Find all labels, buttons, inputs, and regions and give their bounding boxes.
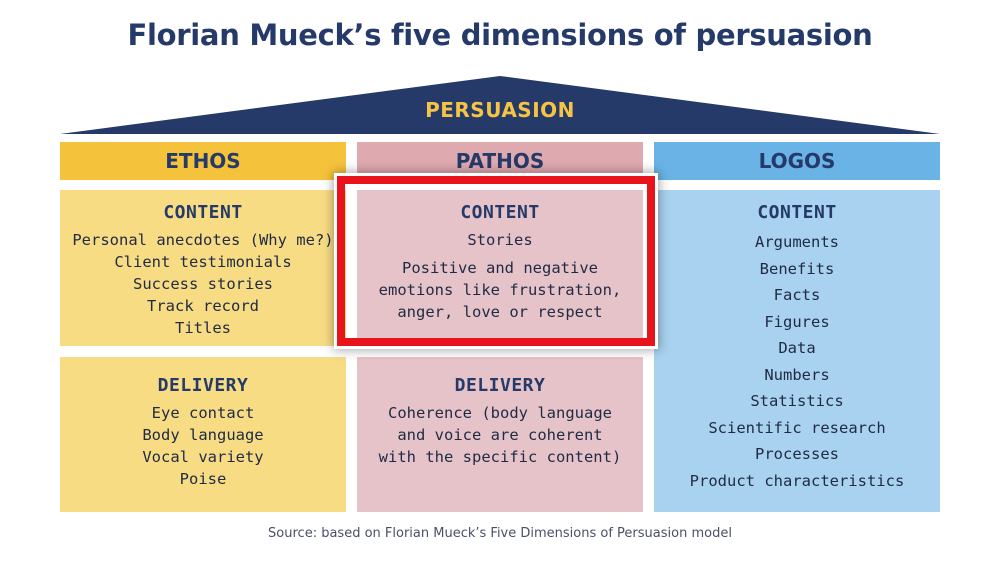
- ethos-delivery-line: Vocal variety: [142, 448, 264, 466]
- logos-content-line: Data: [778, 339, 816, 357]
- logos-content-line: Arguments: [755, 233, 839, 251]
- logos-content-line: Processes: [755, 445, 839, 463]
- logos-content-line: Benefits: [759, 259, 835, 278]
- ethos-delivery-heading: DELIVERY: [157, 375, 249, 396]
- ethos-header-label: ETHOS: [165, 149, 241, 173]
- logos-content-line: Product characteristics: [689, 471, 905, 490]
- ethos-delivery-line: Poise: [179, 470, 227, 488]
- ethos-content-line: Client testimonials: [114, 253, 292, 271]
- pathos-delivery-line: and voice are coherent: [397, 426, 603, 444]
- ethos-content-heading: CONTENT: [163, 202, 243, 223]
- logos-content-line: Scientific research: [708, 418, 886, 437]
- logos-header-label: LOGOS: [758, 149, 836, 173]
- pathos-header: PATHOS: [357, 142, 643, 180]
- pathos-content-highlight-frame: [337, 176, 655, 346]
- logos-content-cell: CONTENT Arguments Benefits Facts Figures…: [654, 190, 940, 512]
- pathos-content-cell: CONTENT Stories Positive and negative em…: [357, 190, 643, 346]
- ethos-content-line: Personal anecdotes (Why me?): [72, 231, 334, 249]
- pathos-content-line: Stories: [467, 231, 533, 249]
- pathos-content-line: Positive and negative: [402, 259, 598, 277]
- pathos-header-label: PATHOS: [455, 149, 545, 173]
- logos-header: LOGOS: [654, 142, 940, 180]
- ethos-delivery-line: Body language: [142, 426, 264, 444]
- pathos-delivery-cell: DELIVERY Coherence (body language and vo…: [357, 357, 643, 512]
- pathos-delivery-heading: DELIVERY: [454, 375, 546, 396]
- ethos-content-line: Track record: [147, 297, 259, 315]
- ethos-header: ETHOS: [60, 142, 346, 180]
- logos-content-line: Numbers: [764, 365, 830, 384]
- source-caption: Source: based on Florian Mueck’s Five Di…: [268, 526, 732, 541]
- ethos-content-cell: CONTENT Personal anecdotes (Why me?) Cli…: [60, 190, 346, 346]
- logos-content-line: Figures: [764, 312, 830, 331]
- ethos-delivery-cell: DELIVERY Eye contact Body language Vocal…: [60, 357, 346, 512]
- logos-content-line: Facts: [773, 286, 821, 304]
- page-title: Florian Mueck’s five dimensions of persu…: [127, 18, 873, 52]
- logos-content-heading: CONTENT: [757, 202, 837, 223]
- pathos-content-heading: CONTENT: [460, 202, 540, 223]
- ethos-content-line: Titles: [175, 319, 231, 337]
- pathos-delivery-line: with the specific content): [378, 448, 622, 466]
- logos-content-line: Statistics: [750, 392, 844, 410]
- persuasion-roof: [60, 76, 940, 134]
- pathos-content-line: anger, love or respect: [397, 303, 603, 321]
- pathos-content-line: emotions like frustration,: [378, 281, 622, 299]
- pathos-delivery-line: Coherence (body language: [388, 404, 612, 422]
- ethos-delivery-line: Eye contact: [151, 404, 255, 422]
- roof-label: PERSUASION: [425, 98, 575, 122]
- ethos-content-line: Success stories: [133, 275, 273, 293]
